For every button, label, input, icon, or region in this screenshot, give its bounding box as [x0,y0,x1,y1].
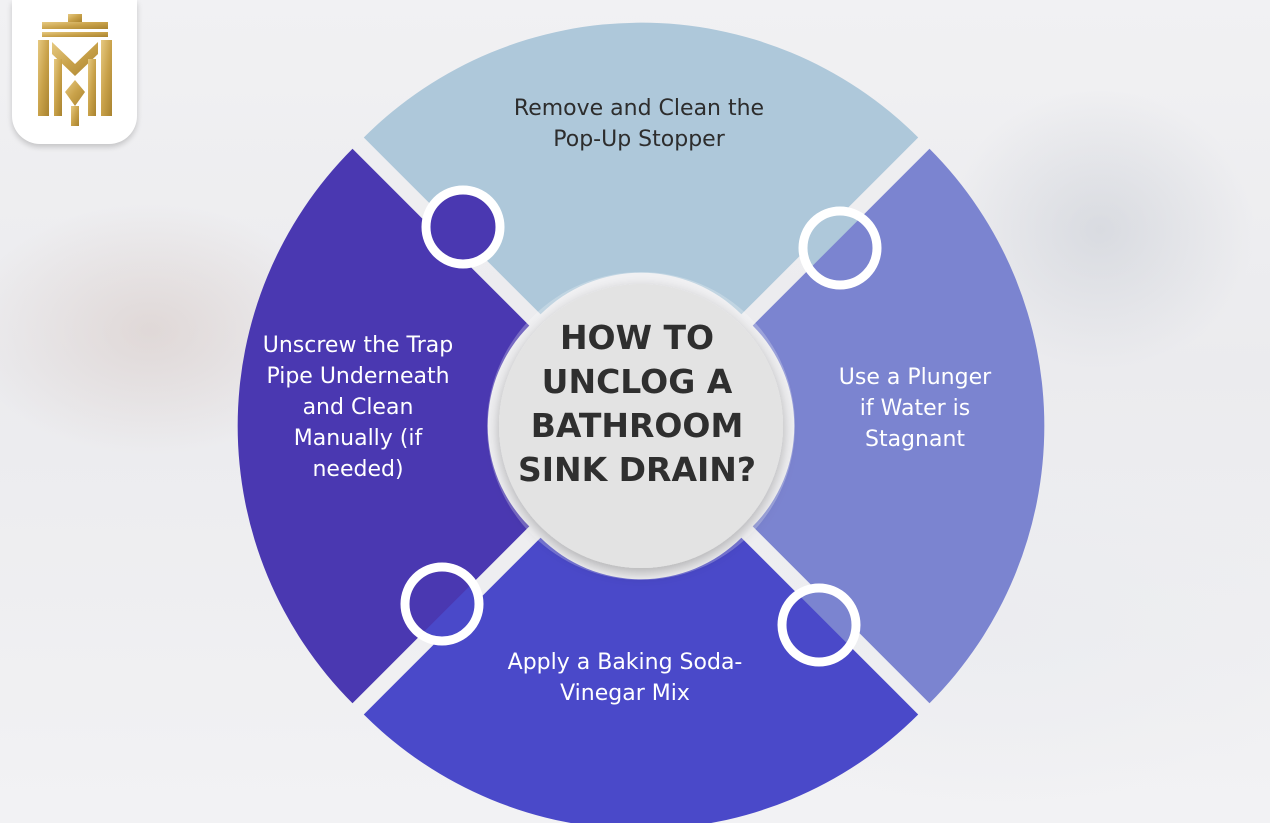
puzzle-piece-top-shape [363,22,919,315]
puzzle-socket-top [798,206,882,290]
step-bottom-label: Apply a Baking Soda-Vinegar Mix [507,650,743,706]
puzzle-piece-right-shape [752,148,1045,704]
puzzle-socket-bottom [400,562,484,646]
crown-monogram-icon [38,14,112,126]
puzzle-knob-left [430,194,496,260]
diagram-title: HOW TO UNCLOG A BATHROOM SINK DRAIN? [517,318,757,489]
puzzle-piece-left-shape [237,148,530,704]
step-top-label: Remove and Clean the Pop-Up Stopper [513,96,765,152]
step-left-label: Unscrew the Trap Pipe Underneath and Cle… [262,333,454,482]
puzzle-socket-left [421,185,505,269]
logo-badge [12,0,137,144]
puzzle-piece-bottom-shape [363,537,919,823]
puzzle-socket-right [777,583,861,667]
puzzle-piece-left [237,148,530,704]
step-right-label: Use a Plunger if Water is Stagnant [838,365,992,452]
hub-circle [499,284,783,568]
